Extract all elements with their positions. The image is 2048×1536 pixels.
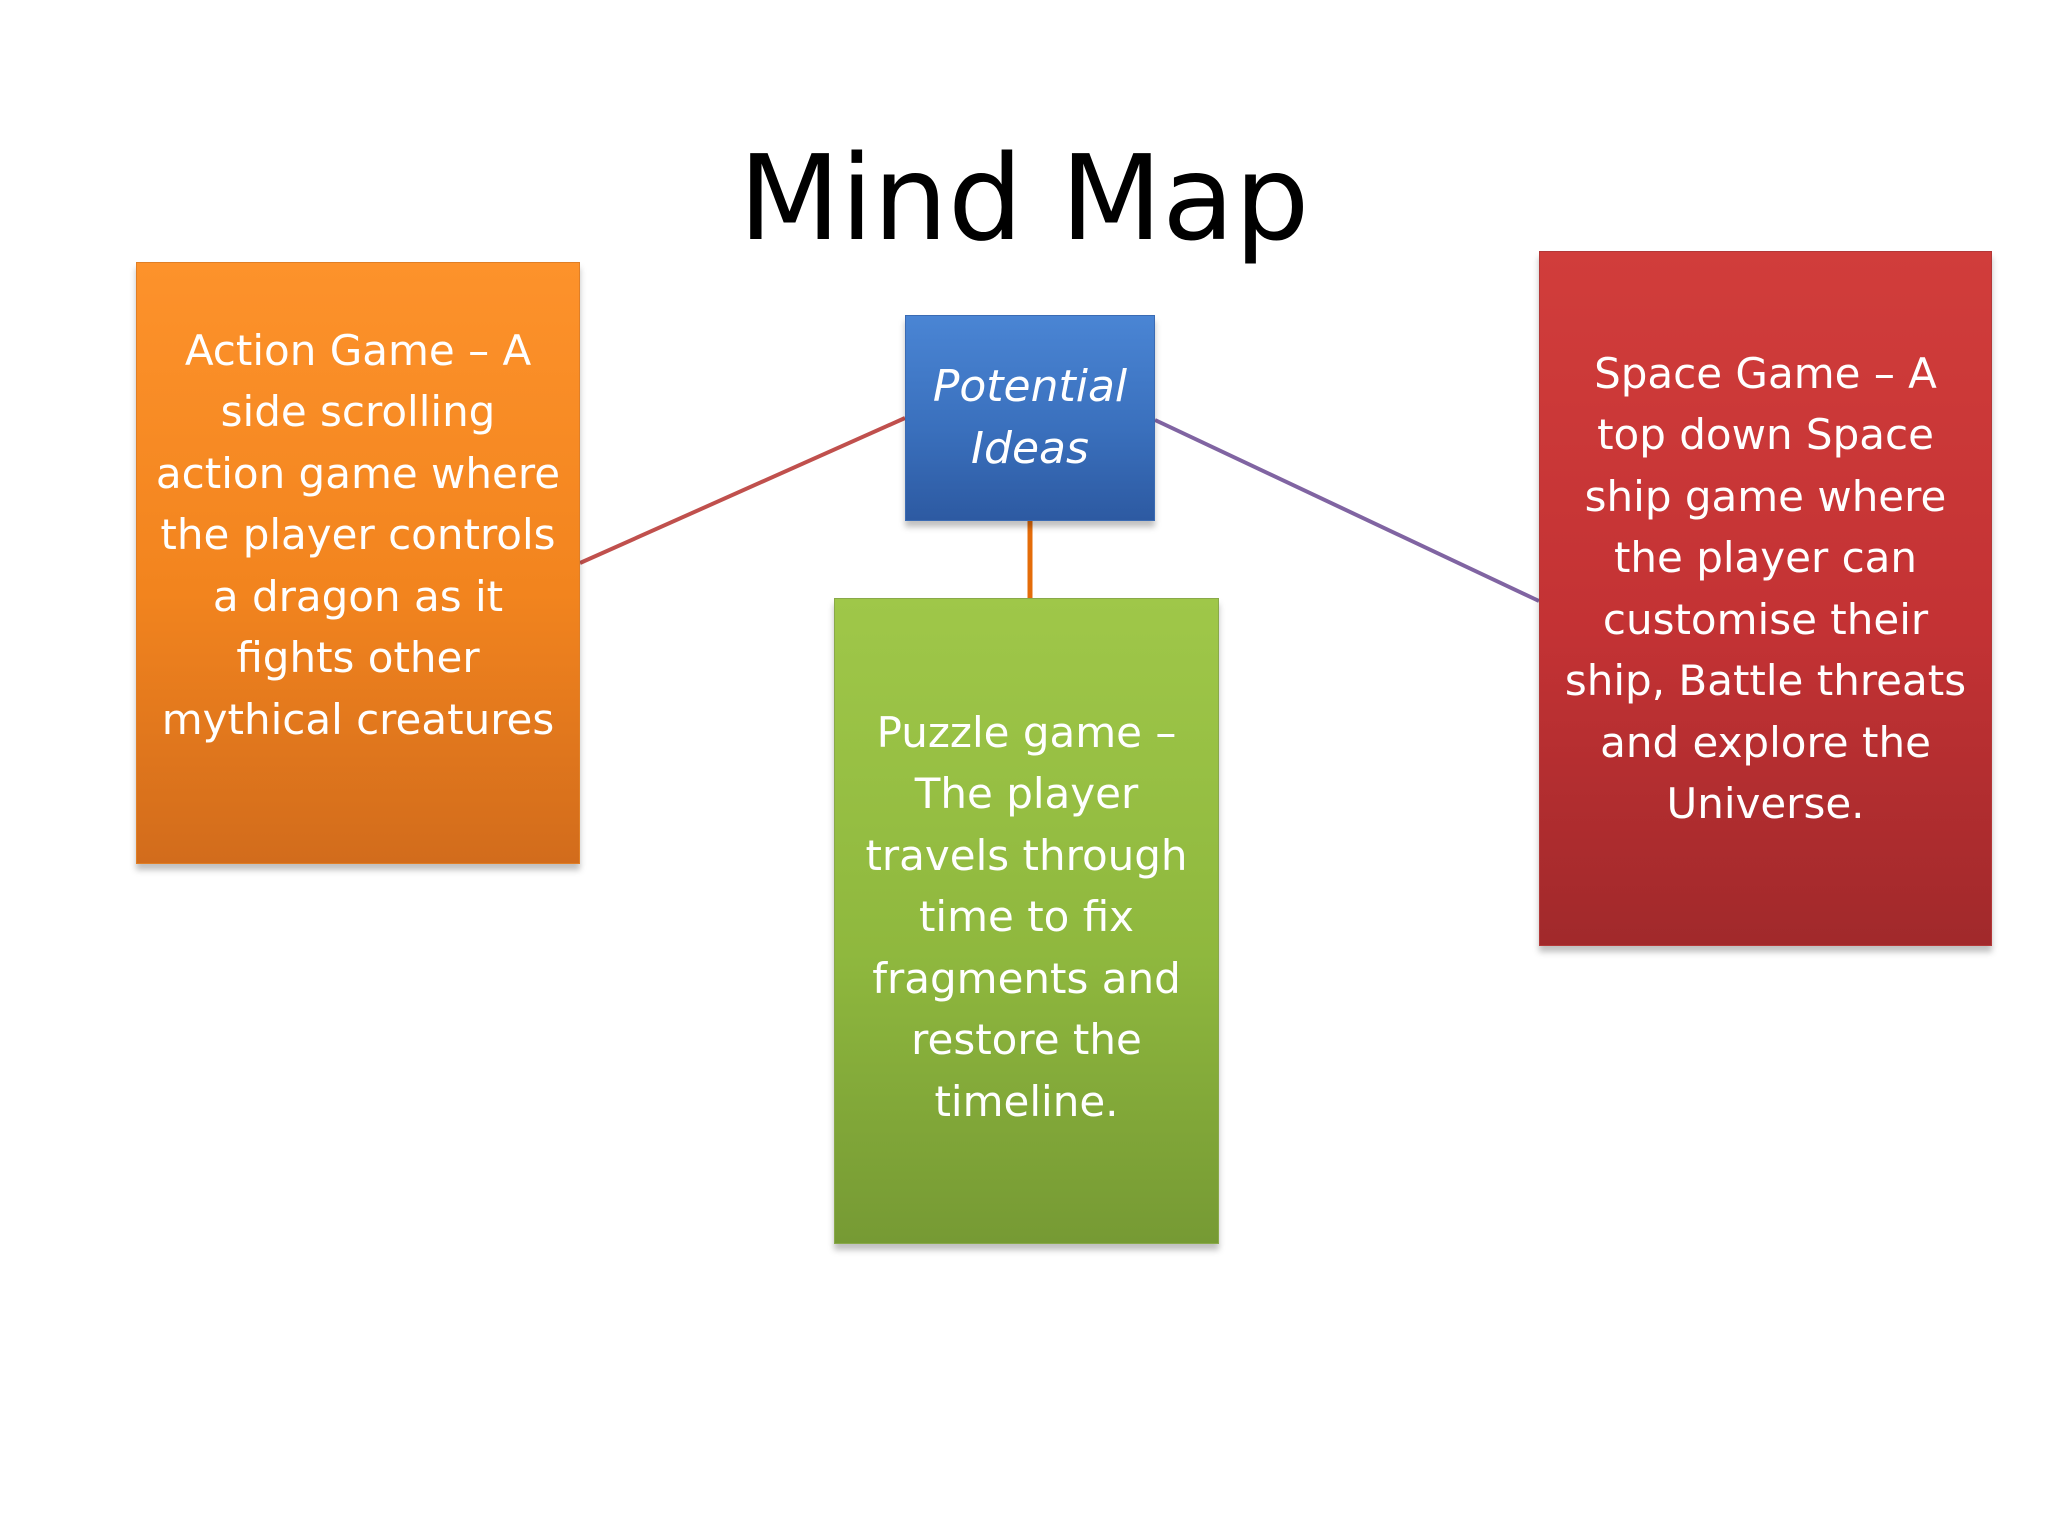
node-text-line: Space Game – A (1594, 348, 1937, 398)
node-text-line: top down Space (1597, 410, 1934, 459)
node-text-line: customise their (1602, 594, 1929, 644)
node-text-line: action game where (155, 448, 561, 498)
node-text-line: ship, Battle threats (1564, 656, 1967, 705)
node-text-line: and explore the (1600, 717, 1931, 767)
node-text-line: Potential (932, 361, 1128, 412)
node-text-line: timeline. (934, 1076, 1119, 1126)
connector-center-to-action (579, 416, 906, 565)
node-potential-ideas-text: Potential Ideas (933, 356, 1127, 480)
node-text-line: mythical creatures (161, 694, 555, 744)
node-action-game: Action Game – A side scrolling action ga… (136, 262, 580, 864)
node-text-line: a dragon as it (212, 571, 504, 621)
node-text-line: fragments and (872, 953, 1181, 1003)
node-text-line: Puzzle game – (876, 707, 1177, 757)
node-action-game-text: Action Game – A side scrolling action ga… (156, 320, 560, 751)
node-puzzle-game-text: Puzzle game – The player travels through… (865, 702, 1187, 1133)
node-text-line: travels through (865, 830, 1188, 880)
node-text-line: the player controls (160, 510, 556, 560)
node-text-line: Universe. (1666, 779, 1865, 828)
node-text-line: Action Game – A (184, 325, 532, 375)
node-text-line: The player (914, 769, 1139, 819)
node-text-line: fights other (236, 633, 480, 683)
node-space-game: Space Game – A top down Space ship game … (1539, 251, 1992, 946)
node-text-line: side scrolling (220, 387, 496, 437)
node-text-line: ship game where (1584, 471, 1947, 521)
node-potential-ideas: Potential Ideas (905, 315, 1155, 521)
connector-center-to-space (1154, 418, 1540, 603)
node-text-line: Ideas (971, 423, 1089, 474)
node-text-line: the player can (1613, 533, 1918, 582)
slide-title: Mind Map (738, 129, 1310, 267)
node-text-line: restore the (911, 1015, 1142, 1065)
node-puzzle-game: Puzzle game – The player travels through… (834, 598, 1219, 1244)
node-text-line: time to fix (918, 892, 1135, 942)
node-space-game-text: Space Game – A top down Space ship game … (1565, 343, 1966, 835)
